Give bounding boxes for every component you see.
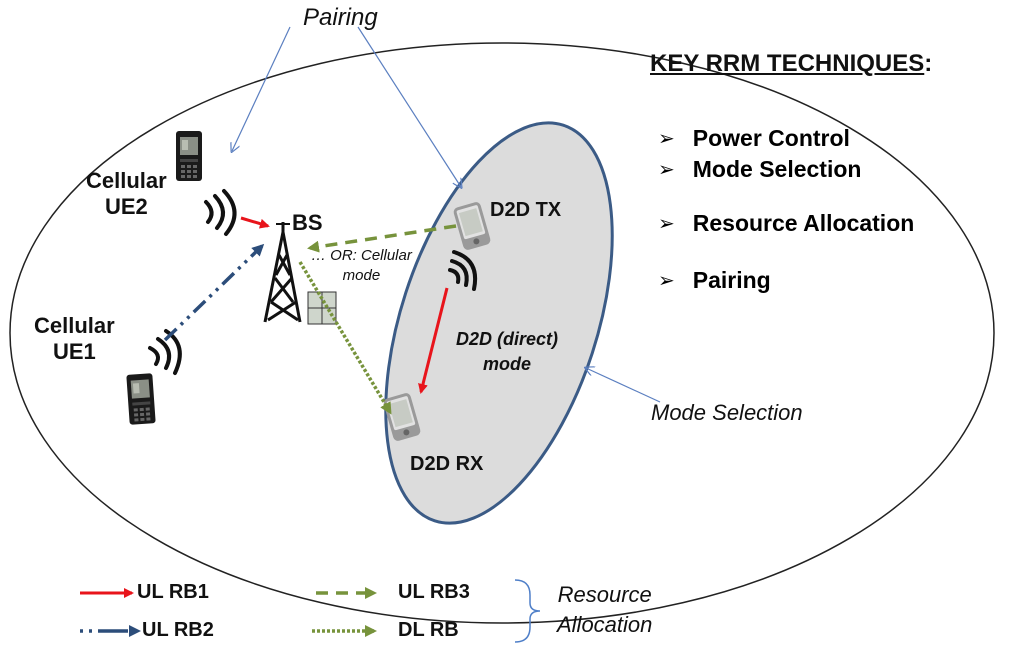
list-arrow-icon: ➢	[658, 159, 675, 181]
cellular-ue2-phone-icon	[176, 131, 202, 181]
d2d-rx-label: D2D RX	[410, 453, 484, 475]
or-cellular-mode-label-line2: mode	[342, 267, 381, 284]
resource-allocation-label-line1: Resource	[557, 582, 652, 607]
d2d-mode-label-line2: mode	[483, 354, 532, 374]
technique-item-pairing: ➢ Pairing	[658, 267, 771, 294]
technique-label: Pairing	[692, 267, 771, 293]
technique-label: Resource Allocation	[692, 210, 915, 236]
technique-item-resource-allocation: ➢ Resource Allocation	[658, 210, 914, 237]
bs-tower-icon	[263, 222, 302, 323]
d2d-area	[384, 121, 614, 525]
d2d-link	[418, 287, 449, 394]
ul-rb1-link	[240, 216, 270, 229]
list-arrow-icon: ➢	[658, 213, 675, 235]
or-cellular-mode-label-line1: … OR: Cellular	[311, 247, 412, 264]
key-techniques-title: KEY RRM TECHNIQUES	[650, 50, 925, 77]
ue1-signal-icon	[148, 329, 182, 375]
bs-label: BS	[292, 210, 323, 235]
mode-selection-pointer	[586, 368, 661, 403]
ue2-signal-icon	[204, 189, 237, 236]
cellular-ue1-phone-icon	[126, 373, 156, 425]
d2d-tx-label: D2D TX	[490, 199, 562, 221]
mode-selection-label: Mode Selection	[651, 400, 803, 425]
pairing-label: Pairing	[303, 4, 378, 31]
key-techniques-heading: KEY RRM TECHNIQUES:	[650, 50, 932, 78]
cell-boundary	[9, 42, 995, 624]
dl-rb-link	[298, 261, 392, 415]
cellular-ue2-label-line1: Cellular	[86, 168, 167, 193]
resource-allocation-label-line2: Allocation	[557, 612, 653, 637]
cellular-ue2-label-line2: UE2	[104, 194, 148, 219]
pairing-pointer-ue2	[232, 26, 291, 151]
list-arrow-icon: ➢	[658, 270, 675, 292]
d2d-mode-label-line1: D2D (direct)	[456, 329, 559, 349]
d2d-tx-signal-icon	[448, 250, 477, 291]
legend-dl-rb-label: DL RB	[398, 619, 459, 641]
cellular-ue2-label: Cellular UE2	[86, 168, 167, 220]
ul-rb3-link	[307, 224, 457, 253]
cellular-ue1-label: Cellular UE1	[34, 313, 115, 365]
cellular-ue1-label-line1: Cellular	[34, 313, 115, 338]
legend-ul-rb1-label: UL RB1	[137, 581, 209, 603]
cellular-ue1-label-line2: UE1	[52, 339, 96, 364]
ul-rb2-link	[163, 243, 265, 342]
resource-allocation-label: Resource Allocation	[557, 580, 652, 640]
pairing-pointer-d2d	[357, 26, 461, 187]
legend-ul-rb3-label: UL RB3	[398, 581, 470, 603]
technique-label: Mode Selection	[692, 156, 862, 182]
resource-allocation-brace	[514, 579, 541, 643]
or-cellular-mode-label: … OR: Cellular mode	[311, 246, 412, 286]
technique-item-power-control: ➢ Power Control	[658, 125, 850, 152]
technique-label: Power Control	[692, 125, 850, 151]
list-arrow-icon: ➢	[658, 128, 675, 150]
key-techniques-colon: :	[924, 50, 933, 77]
d2d-mode-label: D2D (direct) mode	[456, 327, 558, 377]
technique-item-mode-selection: ➢ Mode Selection	[658, 156, 861, 183]
legend-ul-rb2-label: UL RB2	[142, 619, 214, 641]
